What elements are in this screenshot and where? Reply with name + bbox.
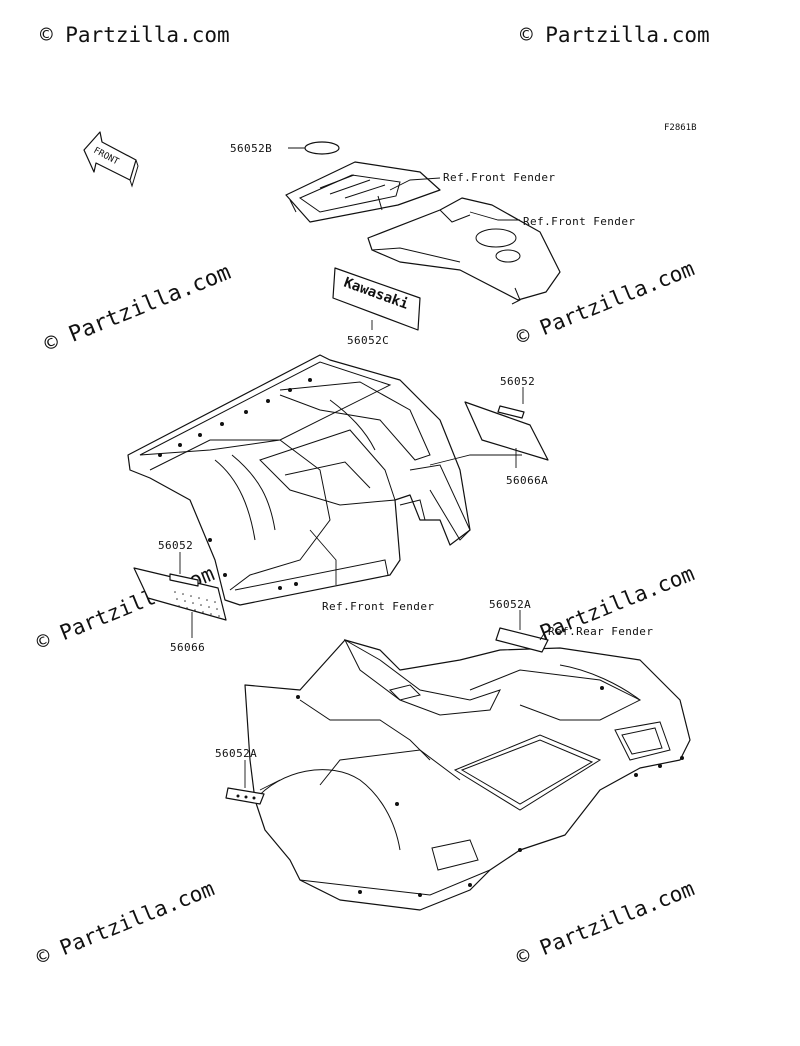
decal-56052B [304,141,340,155]
front-fender-holes [158,378,312,590]
callout-ref-rear-fender: Ref.Rear Fender [548,625,653,638]
callouts: 56052B Ref.Front Fender Ref.Front Fender… [158,142,653,760]
watermark-bottom-left: © Partzilla.com [33,876,218,969]
callout-56052-left: 56052 [158,539,193,552]
callout-56052-right: 56052 [500,375,535,388]
callout-56052A-top: 56052A [489,598,531,611]
callout-56066A: 56066A [506,474,548,487]
rear-fender [244,627,691,911]
watermark-top-left: © Partzilla.com [40,23,230,47]
decal-56052A-top [495,627,549,653]
decal-56066-group [133,567,227,621]
partzilla-watermark: © Partzilla.com [41,260,235,358]
callout-56052B: 56052B [230,142,272,155]
rear-fender-holes [296,686,684,897]
watermark-top-right: © Partzilla.com [520,23,710,47]
decal-56052A-left [225,787,265,805]
callout-ref-front-fender-1: Ref.Front Fender [443,171,555,184]
front-arrow-icon: FRONT [83,131,139,188]
front-fender [127,354,471,606]
decal-56052-left [169,573,199,587]
callout-56066: 56066 [170,641,205,654]
decal-56066A-group [464,401,549,461]
callout-ref-front-fender-3: Ref.Front Fender [322,600,434,613]
callout-56052C: 56052C [347,334,389,347]
callout-ref-front-fender-2: Ref.Front Fender [523,215,635,228]
front-fender-inner-panels [285,141,561,305]
decal-56066-dot-pattern [174,591,220,617]
leader-lines [179,147,546,791]
decal-56066A [464,401,549,461]
callout-56052A-left: 56052A [215,747,257,760]
kawasaki-decal-56052C: Kawasaki [332,267,421,331]
watermark-bottom-right: © Partzilla.com [513,876,698,969]
decal-56052-right [497,405,525,419]
figure-code: F2861B [664,123,697,133]
